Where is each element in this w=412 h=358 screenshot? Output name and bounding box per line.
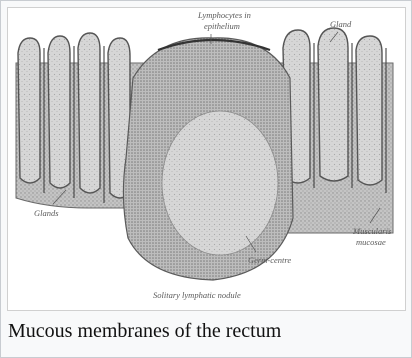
label-gland: Gland	[330, 19, 352, 29]
germ-centre	[162, 111, 278, 255]
label-solitary-nodule: Solitary lymphatic nodule	[153, 290, 241, 300]
figure-image[interactable]: Lymphocytes in epithelium Gland Glands G…	[7, 7, 406, 311]
figure-caption: Mucous membranes of the rectum	[8, 311, 404, 351]
label-muscularis: Muscularis	[352, 226, 392, 236]
label-epithelium: epithelium	[204, 21, 240, 31]
rectum-mucosa-illustration: Lymphocytes in epithelium Gland Glands G…	[8, 8, 405, 310]
label-germ-centre: Germ-centre	[248, 255, 291, 265]
label-lymphocytes: Lymphocytes in	[197, 10, 251, 20]
label-glands: Glands	[34, 208, 59, 218]
label-mucosae: mucosae	[356, 237, 386, 247]
